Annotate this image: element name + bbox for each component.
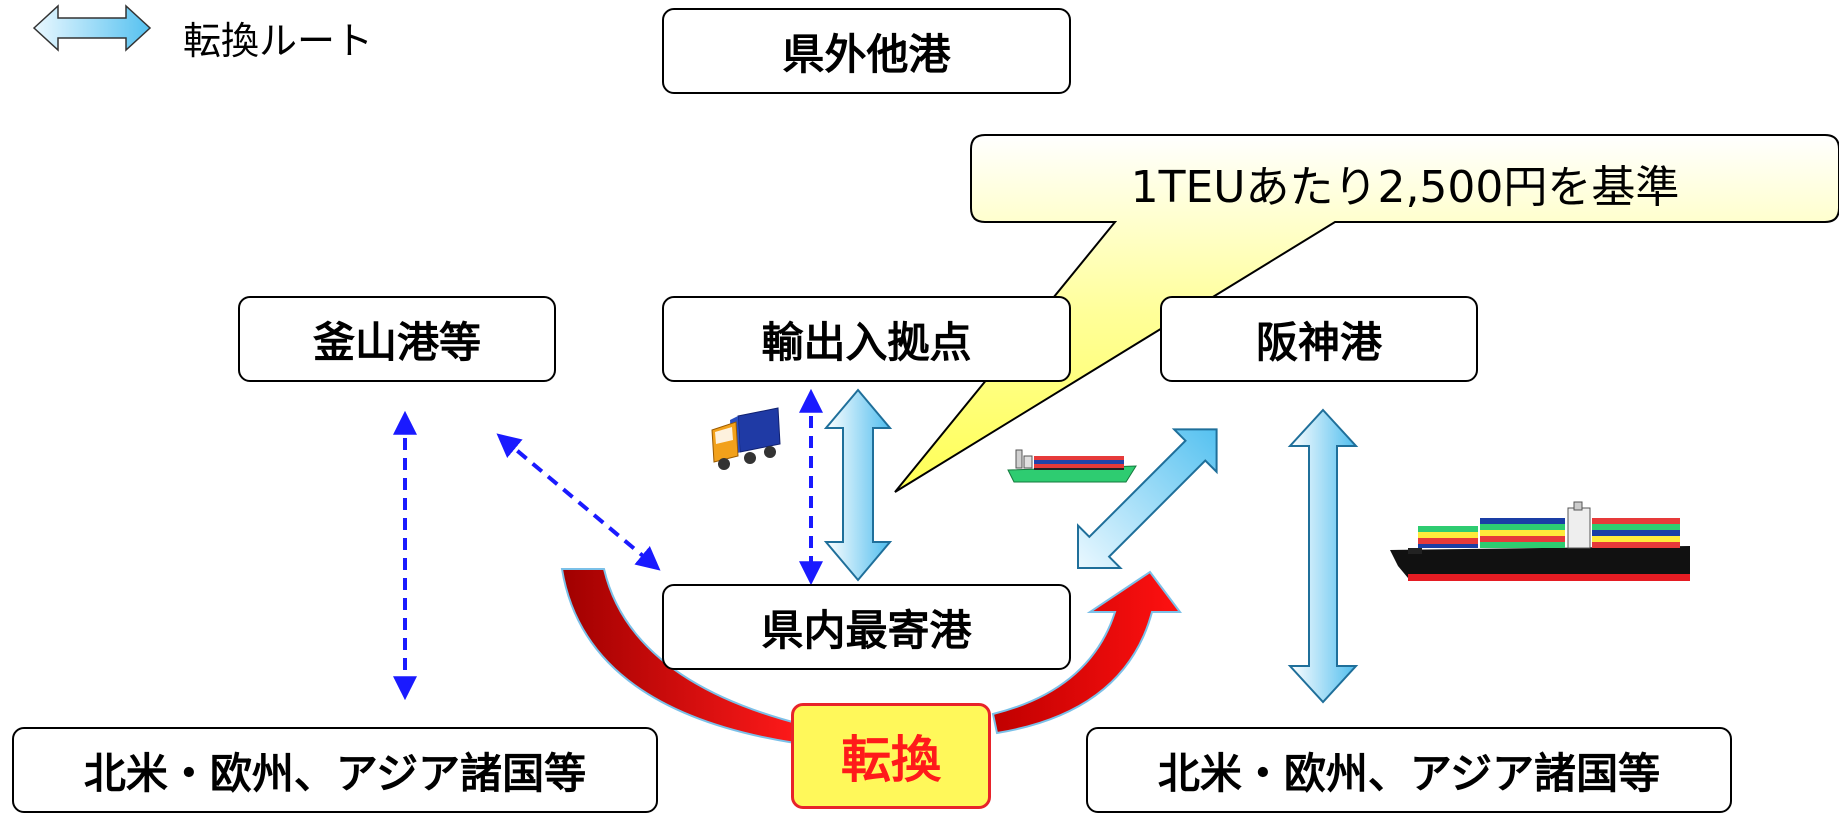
- feeder-ship-icon: [1007, 449, 1137, 483]
- node-busan: 釜山港等: [238, 296, 556, 382]
- route-arrow-hanshin-overseas: [1287, 408, 1359, 704]
- node-other-ports: 県外他港: [662, 8, 1071, 94]
- double-arrow-icon: [32, 4, 152, 52]
- convert-arrow-right: [991, 570, 1182, 735]
- convert-label: 転換: [791, 703, 991, 809]
- dashed-arrow-busan-nearest: [496, 433, 661, 571]
- route-arrow-hub-nearest: [823, 388, 893, 582]
- callout-bubble: [894, 134, 1839, 493]
- container-ship-icon: [1390, 501, 1690, 581]
- node-overseas-right: 北米・欧州、アジア諸国等: [1086, 727, 1732, 813]
- node-hanshin: 阪神港: [1160, 296, 1478, 382]
- node-overseas-left: 北米・欧州、アジア諸国等: [12, 727, 658, 813]
- legend-label: 転換ルート: [183, 19, 374, 63]
- callout-text: 1TEUあたり2,500円を基準: [1130, 161, 1680, 213]
- truck-icon: [711, 407, 781, 470]
- route-arrow-nearest-hanshin: [1077, 428, 1218, 569]
- node-nearest-port: 県内最寄港: [662, 584, 1071, 670]
- node-hub: 輸出入拠点: [662, 296, 1071, 382]
